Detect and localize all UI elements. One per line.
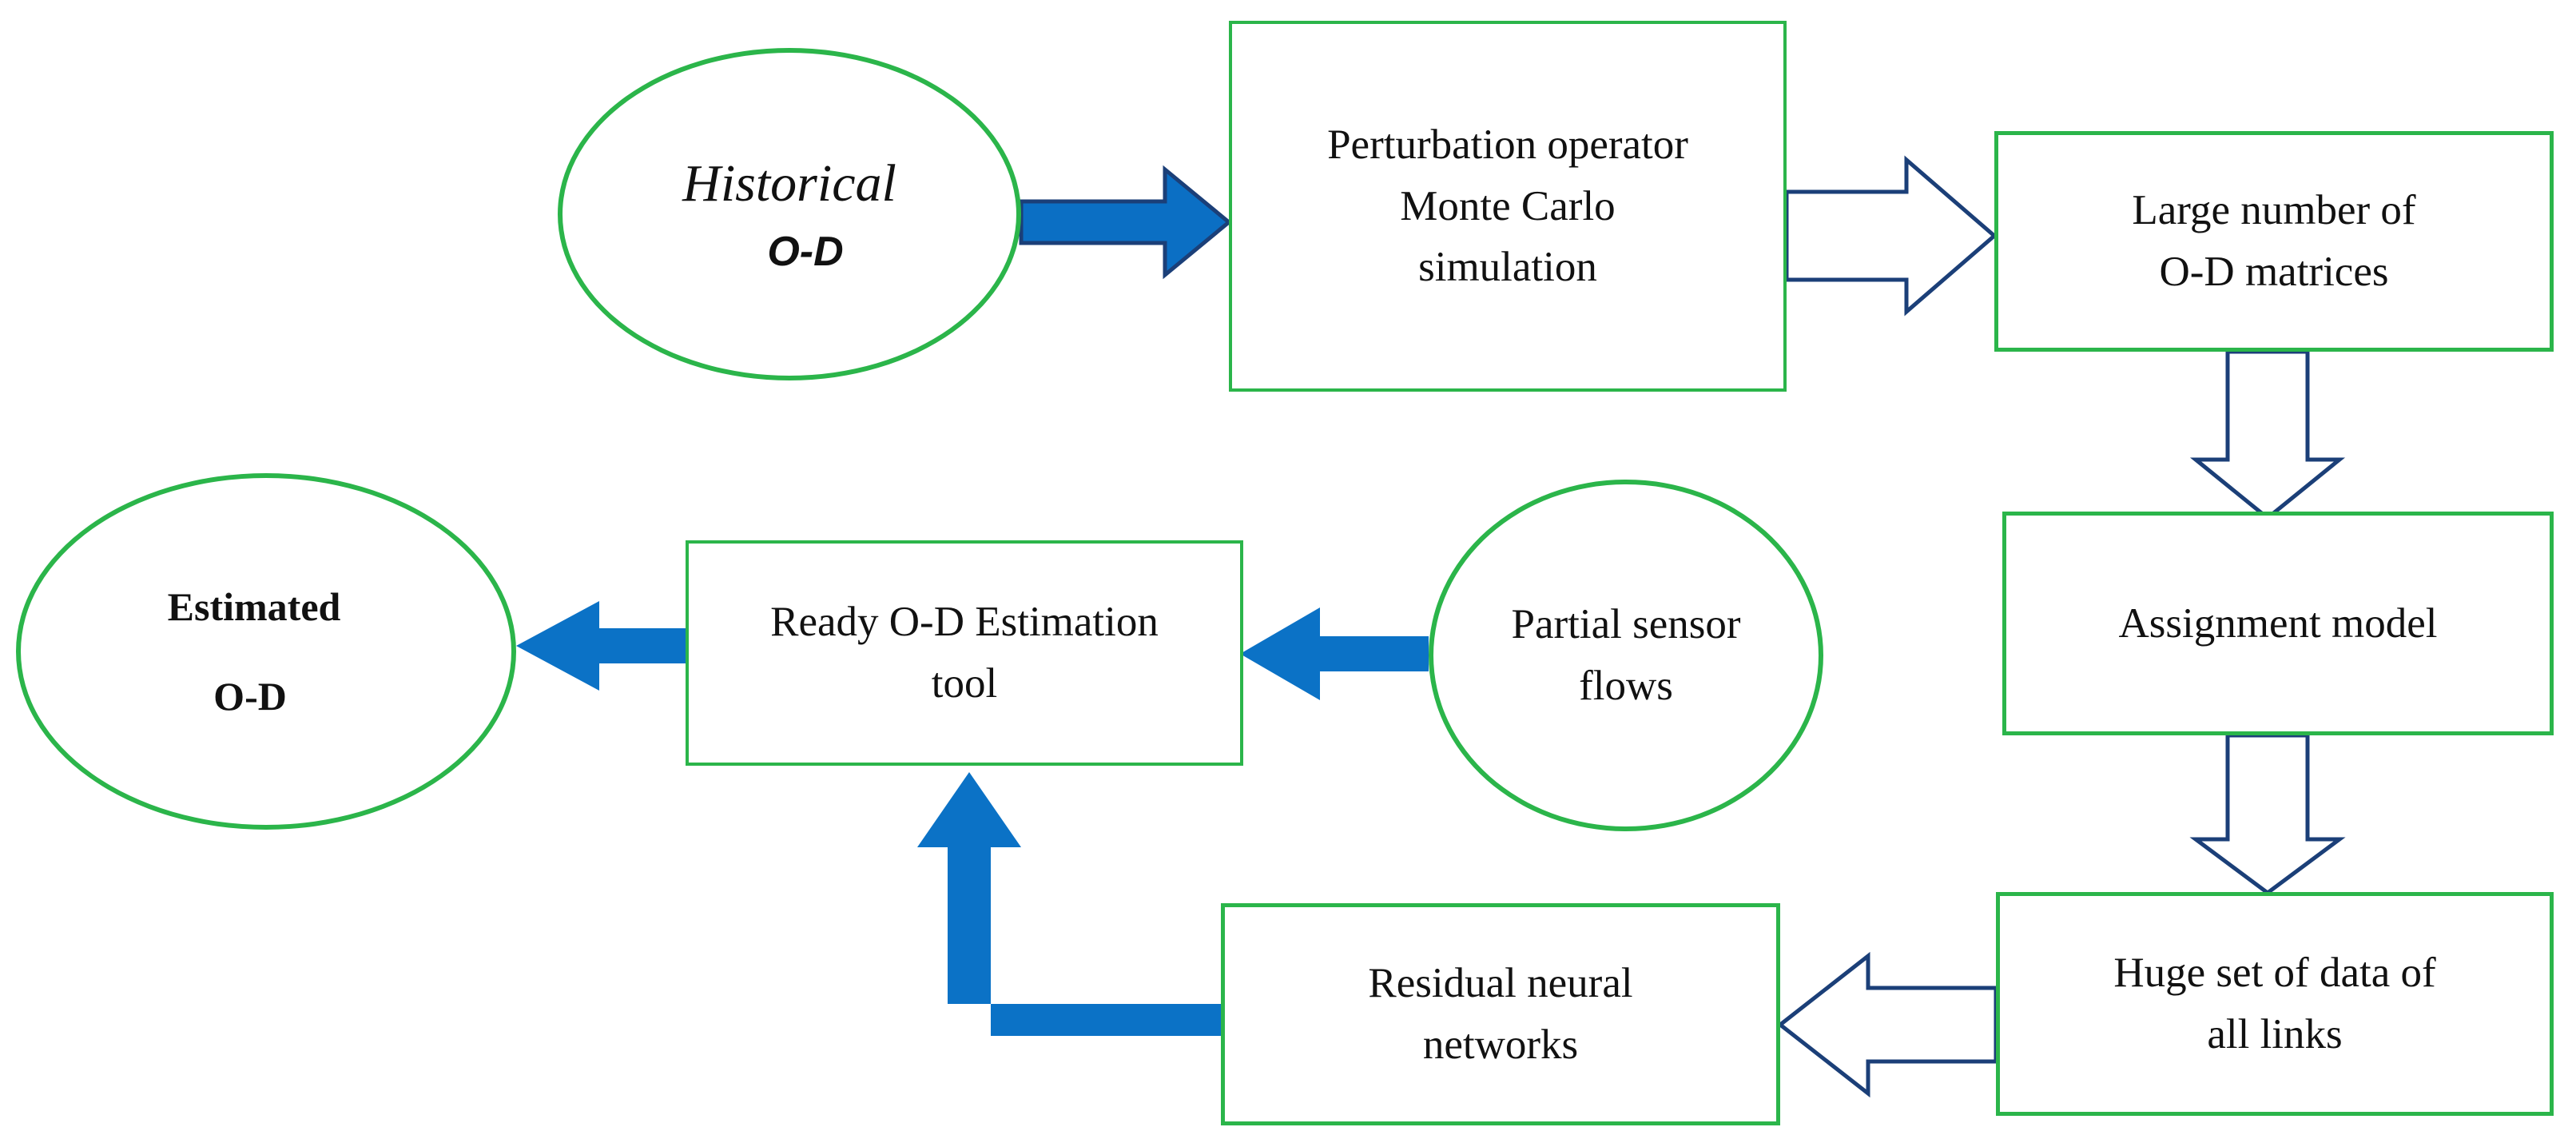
arrow-historical-to-perturbation (1019, 165, 1232, 280)
arrow-huge-set-to-residual (1776, 951, 1998, 1098)
ready-tool-line2: tool (931, 660, 998, 707)
residual-line1: Residual neural (1368, 960, 1633, 1007)
estimated-od-label: Estimated (167, 583, 341, 629)
arrow-perturbation-to-large-number (1784, 155, 1998, 317)
huge-set-line1: Huge set of data of (2113, 950, 2436, 997)
large-number-node: Large number of O-D matrices (1994, 131, 2554, 352)
partial-sensor-line2: flows (1579, 663, 1673, 709)
historical-od-node: Historical O-D (558, 48, 1021, 380)
large-number-line1: Large number of (2132, 187, 2416, 234)
ready-tool-line1: Ready O-D Estimation (770, 599, 1159, 646)
huge-set-line2: all links (2207, 1011, 2343, 1057)
residual-line2: networks (1422, 1022, 1579, 1068)
perturbation-line3: simulation (1418, 244, 1597, 291)
historical-od-label: Historical (682, 154, 896, 213)
perturbation-node: Perturbation operator Monte Carlo simula… (1229, 21, 1787, 392)
partial-sensor-line1: Partial sensor (1511, 601, 1741, 648)
assignment-label: Assignment model (2118, 599, 2438, 647)
arrow-large-number-to-assignment (2189, 349, 2346, 521)
arrow-assignment-to-huge-set (2189, 733, 2346, 896)
estimated-od-sublabel: O-D (213, 674, 287, 719)
historical-od-sublabel: O-D (767, 229, 844, 276)
assignment-node: Assignment model (2002, 512, 2554, 735)
arrow-partial-sensor-to-ready-tool (1240, 607, 1429, 700)
partial-sensor-node: Partial sensor flows (1429, 480, 1823, 831)
residual-node: Residual neural networks (1221, 903, 1780, 1125)
huge-set-node: Huge set of data of all links (1996, 892, 2554, 1116)
large-number-line2: O-D matrices (2159, 249, 2389, 295)
ready-tool-node: Ready O-D Estimation tool (686, 540, 1243, 766)
perturbation-line2: Monte Carlo (1400, 182, 1616, 229)
perturbation-line1: Perturbation operator (1327, 121, 1688, 168)
arrow-residual-to-ready-tool (917, 772, 1221, 1036)
arrow-ready-tool-to-estimated (516, 601, 686, 691)
estimated-od-node: Estimated O-D (16, 473, 516, 830)
